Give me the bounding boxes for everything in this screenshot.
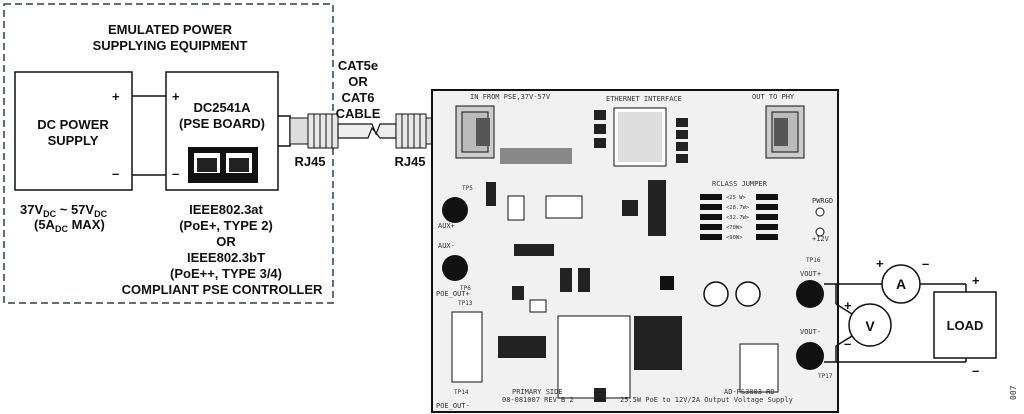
svg-text:AD-PS3803-RD: AD-PS3803-RD: [724, 388, 775, 396]
load-plus: +: [972, 273, 980, 288]
svg-text:TP5: TP5: [462, 185, 473, 192]
pse-desc-1: IEEE802.3at: [189, 202, 263, 217]
pse-board-rj45-jacks: [188, 147, 258, 183]
dc-voltage-spec: 37VDC ~ 57VDC: [20, 202, 108, 219]
voltmeter-label: V: [865, 318, 875, 334]
svg-text:POE_OUT-: POE_OUT-: [436, 402, 470, 410]
pse-board-label-1: DC2541A: [193, 100, 251, 115]
dc-supply-label-1: DC POWER: [37, 117, 109, 132]
cable-label-4: CABLE: [336, 106, 381, 121]
voltmeter-wires: [835, 303, 853, 347]
cable-label-1: CAT5e: [338, 58, 378, 73]
svg-text:<32.7W>: <32.7W>: [726, 215, 750, 221]
dc-supply-plus: +: [112, 89, 120, 104]
ammeter-minus: –: [922, 256, 929, 271]
svg-text:<90W>: <90W>: [726, 235, 743, 241]
voltmeter-plus: +: [844, 298, 852, 313]
network-cable: [337, 123, 397, 139]
dc-supply-label-2: SUPPLY: [48, 133, 99, 148]
svg-text:VOUT+: VOUT+: [800, 270, 821, 278]
svg-text:25.5W PoE to 12V/2A Output Vol: 25.5W PoE to 12V/2A Output Voltage Suppl…: [620, 396, 793, 404]
ammeter-plus: +: [876, 256, 884, 271]
svg-text:IN FROM PSE,37V-57V: IN FROM PSE,37V-57V: [470, 93, 551, 101]
pse-group-box: [3, 3, 334, 304]
dc-supply-minus: –: [112, 166, 119, 181]
pcb-board: IN FROM PSE,37V-57V ETHERNET INTERFACE O…: [431, 89, 839, 413]
load-label: LOAD: [947, 318, 984, 333]
voltmeter-minus: –: [844, 336, 851, 351]
pse-desc-2: (PoE+, TYPE 2): [179, 218, 273, 233]
svg-text:AUX-: AUX-: [438, 242, 455, 250]
svg-text:TP17: TP17: [818, 373, 833, 380]
svg-text:<28.7W>: <28.7W>: [726, 205, 750, 211]
figure-number: 007: [1009, 385, 1018, 400]
pse-group-title-2: SUPPLYING EQUIPMENT: [93, 38, 248, 53]
pse-board-minus: –: [172, 166, 179, 181]
rj45-plug-left: [289, 113, 339, 149]
pse-board-plus: +: [172, 89, 180, 104]
svg-text:TP13: TP13: [458, 300, 473, 307]
svg-text:RCLASS JUMPER: RCLASS JUMPER: [712, 180, 768, 188]
voltmeter: [848, 303, 892, 347]
load-box: [933, 291, 997, 359]
svg-text:POE_OUT+: POE_OUT+: [436, 290, 470, 298]
svg-text:AUX+: AUX+: [438, 222, 455, 230]
svg-text:TP6: TP6: [460, 285, 471, 292]
svg-text:ETHERNET INTERFACE: ETHERNET INTERFACE: [606, 95, 682, 103]
svg-text:<70W>: <70W>: [726, 225, 743, 231]
svg-text:08-081007 REV B 2: 08-081007 REV B 2: [502, 396, 574, 404]
pse-group-title-1: EMULATED POWER: [108, 22, 233, 37]
svg-text:+12V: +12V: [812, 235, 830, 243]
load-minus: –: [972, 363, 979, 378]
svg-text:VOUT-: VOUT-: [800, 328, 821, 336]
svg-text:OUT TO PHY: OUT TO PHY: [752, 93, 795, 101]
svg-text:TP16: TP16: [806, 257, 821, 264]
pse-board-label-2: (PSE BOARD): [179, 116, 265, 131]
cable-label-3: CAT6: [342, 90, 375, 105]
svg-text:TP14: TP14: [454, 389, 469, 396]
svg-text:PRIMARY SIDE: PRIMARY SIDE: [512, 388, 563, 396]
cable-label-2: OR: [348, 74, 368, 89]
pse-desc-4: IEEE802.3bT: [187, 250, 265, 265]
ammeter: [881, 264, 921, 304]
pse-board-cable-stub: [278, 115, 291, 147]
pse-desc-3: OR: [216, 234, 236, 249]
dc-current-spec: (5ADC MAX): [34, 217, 105, 234]
pse-desc-6: COMPLIANT PSE CONTROLLER: [122, 282, 323, 297]
measurement-wires: [824, 283, 967, 363]
pse-desc-5: (PoE++, TYPE 3/4): [170, 266, 282, 281]
rj45-plug-right: [395, 113, 443, 149]
dc-supply-box: [14, 71, 133, 191]
ammeter-label: A: [896, 276, 906, 292]
svg-text:<25 W>: <25 W>: [726, 195, 747, 201]
rj45-label-left: RJ45: [294, 154, 325, 169]
svg-text:PWRGD: PWRGD: [812, 197, 833, 205]
rj45-label-right: RJ45: [394, 154, 425, 169]
